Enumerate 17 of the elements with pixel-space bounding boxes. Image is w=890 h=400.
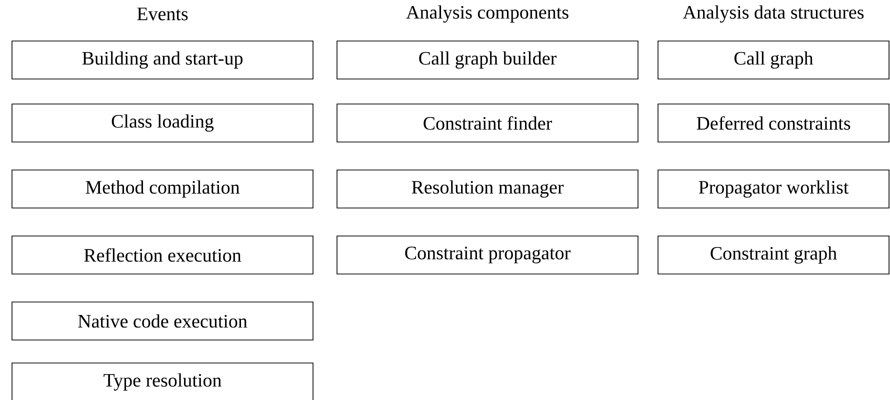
event-box: Class loading [12, 104, 314, 142]
data-structure-box: Propagator worklist [658, 170, 890, 208]
component-box: Constraint finder [336, 104, 638, 142]
component-box: Call graph builder [336, 40, 638, 80]
component-box: Constraint propagator [336, 236, 638, 274]
component-box: Resolution manager [336, 170, 638, 208]
column-heading: Analysis data structures [682, 5, 864, 23]
event-box: Native code execution [12, 302, 314, 340]
event-box: Method compilation [12, 170, 314, 208]
data-structure-box: Constraint graph [658, 236, 890, 274]
event-box: Building and start-up [12, 40, 314, 80]
column-heading: Analysis components [406, 5, 568, 23]
event-box: Reflection execution [12, 236, 314, 274]
event-box: Type resolution [12, 362, 314, 400]
data-structure-box: Deferred constraints [658, 104, 890, 142]
column-heading: Events [137, 8, 188, 20]
data-structure-box: Call graph [658, 40, 890, 80]
